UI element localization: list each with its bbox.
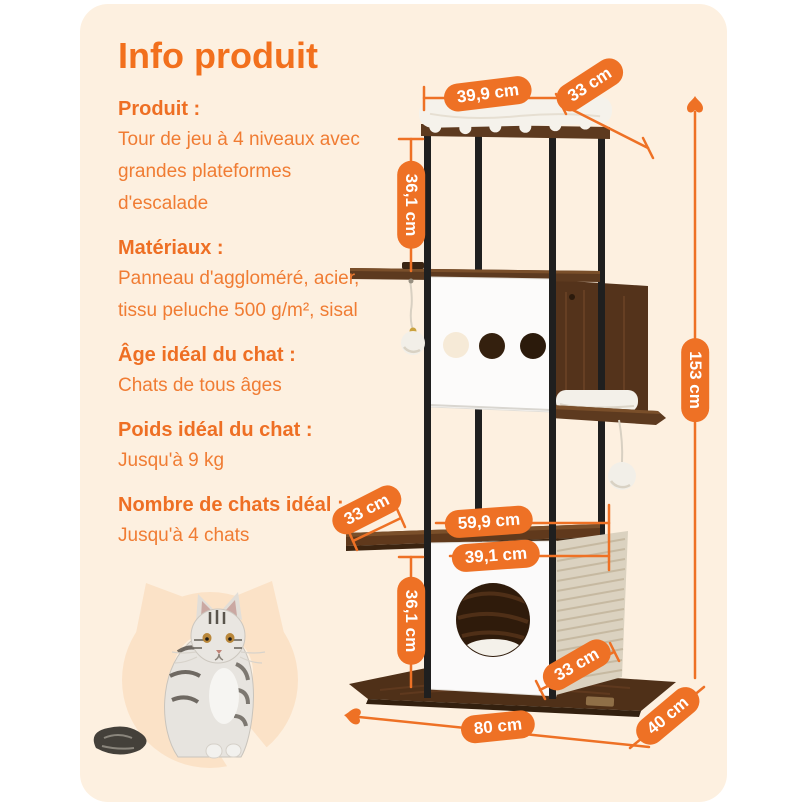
dim-pill-total-height: 153 cm bbox=[680, 338, 710, 422]
section-poids: Poids idéal du chat : Jusqu'à 9 kg bbox=[118, 415, 463, 477]
section-materiaux: Matériaux : Panneau d'aggloméré, acier, … bbox=[118, 233, 463, 327]
pompom-toy-left bbox=[401, 278, 425, 355]
section-line: d'escalade bbox=[118, 193, 209, 214]
section-line: Panneau d'aggloméré, acier, bbox=[118, 268, 360, 289]
section-line: Jusqu'à 4 chats bbox=[118, 525, 250, 546]
section-label: Poids idéal du chat : bbox=[118, 419, 313, 441]
section-label: Matériaux : bbox=[118, 237, 224, 259]
section-line: Tour de jeu à 4 niveaux avec bbox=[118, 129, 360, 150]
section-produit: Produit : Tour de jeu à 4 niveaux avec g… bbox=[118, 94, 463, 220]
section-line: Chats de tous âges bbox=[118, 375, 282, 396]
arrow-heart-up-icon bbox=[687, 96, 703, 113]
cat-photo bbox=[93, 592, 266, 759]
section-line: Jusqu'à 9 kg bbox=[118, 450, 225, 471]
section-label: Âge idéal du chat : bbox=[118, 344, 296, 366]
page-title: Info produit bbox=[118, 35, 318, 76]
section-line: grandes plateformes bbox=[118, 161, 292, 182]
section-label: Produit : bbox=[118, 98, 201, 120]
dim-pill-lower-height: 36,1 cm bbox=[396, 576, 426, 666]
arrow-heart-left-icon bbox=[344, 708, 361, 725]
section-line: tissu peluche 500 g/m², sisal bbox=[118, 300, 358, 321]
section-nombre: Nombre de chats idéal : Jusqu'à 4 chats bbox=[118, 490, 463, 552]
dim-pill-upper-height: 36,1 cm bbox=[396, 160, 426, 250]
section-age: Âge idéal du chat : Chats de tous âges bbox=[118, 340, 463, 402]
pompom-toy-right bbox=[608, 419, 636, 490]
section-label: Nombre de chats idéal : bbox=[118, 494, 344, 516]
info-panel: Info produit Produit : Tour de jeu à 4 n… bbox=[118, 34, 463, 565]
